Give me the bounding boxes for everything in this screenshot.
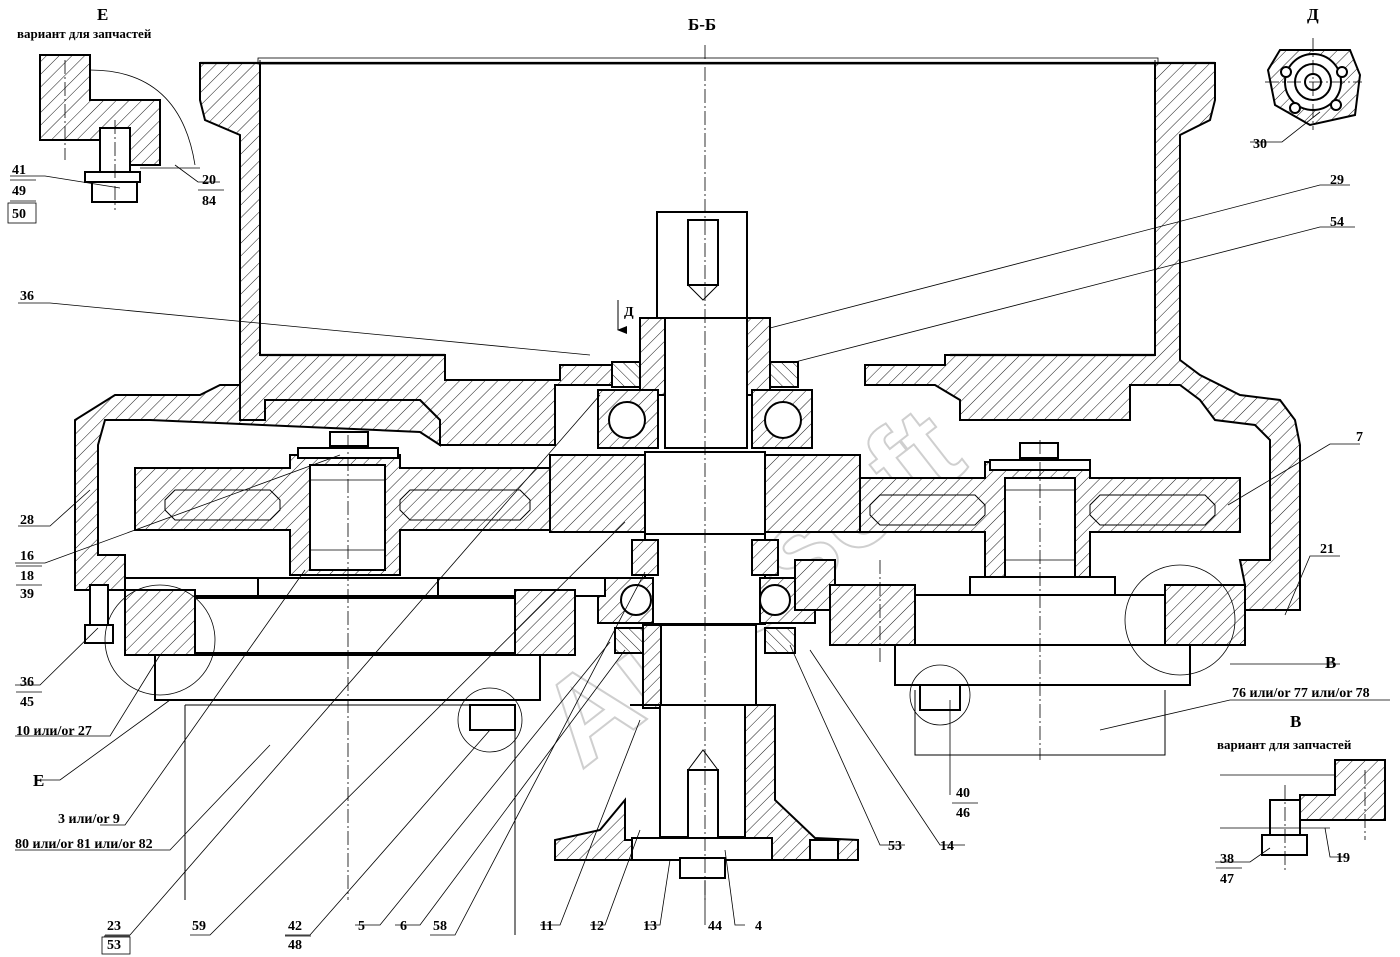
callout-7: 7 (1356, 430, 1363, 445)
callout-12: 12 (590, 919, 604, 934)
callout-47: 47 (1220, 872, 1234, 887)
lower-right-base (794, 559, 1246, 756)
detail-d-view: Д (1265, 5, 1362, 130)
view-arrow-label: Д (624, 305, 634, 320)
callout-84: 84 (202, 194, 216, 209)
callout-40: 40 (956, 786, 970, 801)
callout-49: 49 (12, 184, 26, 199)
callout-36-left: 36 (20, 675, 34, 690)
callout-23: 23 (107, 919, 121, 934)
callout-11: 11 (540, 919, 553, 934)
callout-41: 41 (12, 163, 26, 178)
callout-labels: 41 49 50 20 84 30 29 54 36 7 28 16 18 39… (7, 137, 1370, 955)
section-title: Б-Б (688, 15, 716, 34)
callout-45: 45 (20, 695, 34, 710)
callout-46: 46 (956, 806, 970, 821)
callout-54: 54 (1330, 215, 1344, 230)
detail-e-circle (104, 584, 216, 696)
lower-left-base (84, 577, 606, 935)
callout-80-82: 80 или/or 81 или/or 82 (15, 837, 153, 852)
callout-53-left: 53 (107, 938, 121, 953)
callout-53-right: 53 (888, 839, 902, 854)
circle-v-label: В (1325, 653, 1336, 672)
detail-e-title: Е (97, 5, 108, 24)
callout-48: 48 (288, 938, 302, 953)
callout-76-78: 76 или/or 77 или/or 78 (1232, 686, 1370, 701)
callout-28: 28 (20, 513, 34, 528)
detail-d-title: Д (1307, 5, 1319, 24)
callout-10-27: 10 или/or 27 (16, 724, 92, 739)
callout-30: 30 (1253, 137, 1267, 152)
callout-58: 58 (433, 919, 447, 934)
housing (74, 57, 1301, 611)
detail-e-view: Е вариант для запчастей (17, 5, 200, 210)
callout-14: 14 (940, 839, 954, 854)
left-gear (134, 431, 551, 576)
detail-circle-40 (909, 664, 971, 726)
callout-16: 16 (20, 549, 34, 564)
central-shaft (549, 211, 861, 879)
callout-21: 21 (1320, 542, 1334, 557)
circle-e-label: Е (33, 771, 44, 790)
callout-59: 59 (192, 919, 206, 934)
callout-13: 13 (643, 919, 657, 934)
detail-e-note: вариант для запчастей (17, 26, 152, 41)
detail-v-note: вариант для запчастей (1217, 737, 1352, 752)
detail-v-title: В (1290, 712, 1301, 731)
callout-39: 39 (20, 587, 34, 602)
callout-38: 38 (1220, 852, 1234, 867)
callout-3-9: 3 или/or 9 (58, 812, 120, 827)
callout-42: 42 (288, 919, 302, 934)
callout-5: 5 (358, 919, 365, 934)
detail-circle-42 (457, 687, 523, 753)
callout-29: 29 (1330, 173, 1344, 188)
callout-36-top: 36 (20, 289, 34, 304)
detail-v-circle (1124, 564, 1236, 676)
callout-4: 4 (755, 919, 762, 934)
callout-20: 20 (202, 173, 216, 188)
callout-18: 18 (20, 569, 34, 584)
leader-lines (10, 111, 1390, 936)
callout-44: 44 (708, 919, 722, 934)
detail-v-view: В вариант для запчастей (1217, 712, 1386, 870)
callout-19: 19 (1336, 851, 1350, 866)
callout-50: 50 (12, 207, 26, 222)
callout-6: 6 (400, 919, 407, 934)
